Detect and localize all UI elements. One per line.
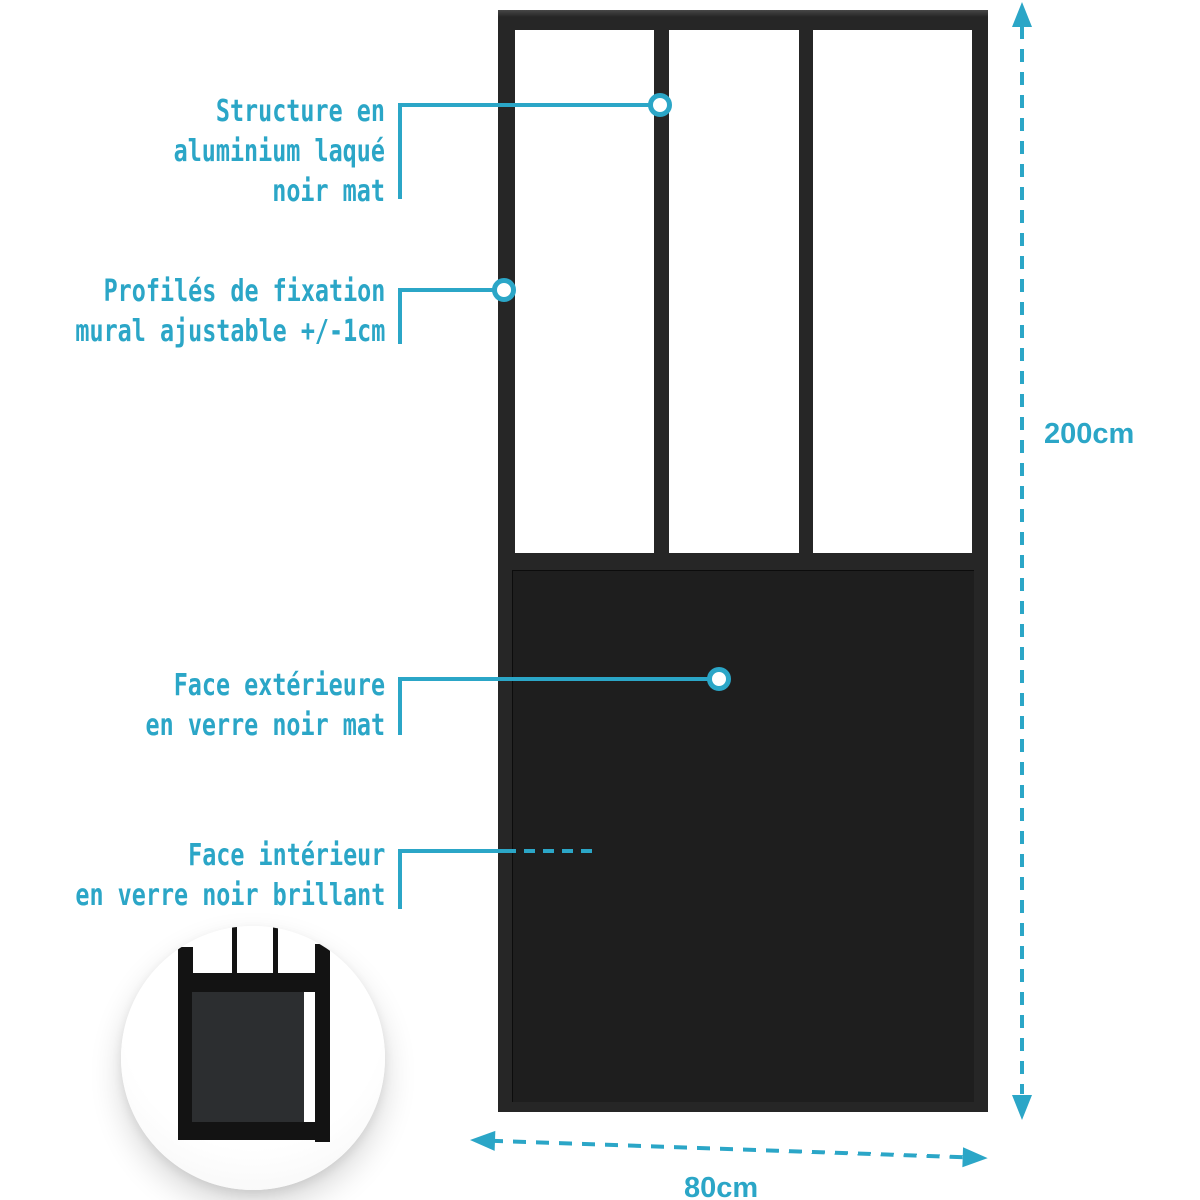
height-dimension-label: 200cm xyxy=(1044,418,1135,450)
inset-frame-bottom-bar xyxy=(178,1122,330,1140)
inset-frame-right-bar xyxy=(315,944,330,1142)
lower-glass-panel xyxy=(512,570,974,1102)
callout-structure-label: Structure en aluminium laqué noir mat xyxy=(174,92,385,212)
callout-structure-bracket xyxy=(398,103,402,199)
width-dimension-label: 80cm xyxy=(684,1172,759,1200)
inset-frame-left-bar xyxy=(178,947,193,1139)
width-dimension-dashed-line xyxy=(489,1138,968,1160)
callout-structure-leader-line xyxy=(398,103,652,107)
inset-mullion-left xyxy=(232,926,237,975)
partition-frame xyxy=(498,10,988,1112)
height-dimension-arrow-up-icon xyxy=(1012,2,1032,27)
callout-face-exterieure-marker-circle-icon xyxy=(707,667,731,691)
callout-face-interieur-leader-line xyxy=(398,849,505,853)
height-dimension-dashed-line xyxy=(1020,26,1024,1094)
callout-face-exterieure-line1: Face extérieure xyxy=(173,668,385,703)
callout-face-interieur-bracket xyxy=(398,849,402,909)
inset-glass-panel xyxy=(192,992,304,1122)
width-dimension xyxy=(469,1128,989,1170)
callout-face-exterieure-line2: en verre noir mat xyxy=(145,708,385,743)
callout-fixation-line1: Profilés de fixation xyxy=(103,274,386,309)
callout-structure-line1: Structure en xyxy=(215,94,385,129)
inset-frame-top-rail xyxy=(178,973,330,992)
callout-structure-line2: aluminium laqué xyxy=(173,134,385,169)
callout-fixation-marker-circle-icon xyxy=(492,278,516,302)
callout-structure-line3: noir mat xyxy=(272,174,385,209)
callout-fixation-bracket xyxy=(398,288,402,344)
callout-face-interieur-dashed-line xyxy=(505,849,598,853)
callout-face-exterieure-leader-line xyxy=(398,677,708,681)
glass-pane-2 xyxy=(669,30,799,553)
callout-fixation-leader-line xyxy=(398,288,494,292)
glass-pane-3 xyxy=(813,30,972,553)
callout-face-interieur-line2: en verre noir brillant xyxy=(75,878,385,913)
callout-fixation-line2: mural ajustable +/-1cm xyxy=(75,314,385,349)
width-dimension-arrow-right-icon xyxy=(962,1147,989,1169)
callout-face-interieur-line1: Face intérieur xyxy=(187,838,385,873)
inset-mullion-right xyxy=(273,926,278,975)
detail-inset-circle xyxy=(121,926,385,1190)
callout-face-exterieure-label: Face extérieure en verre noir mat xyxy=(146,666,385,746)
frame-top-highlight xyxy=(498,10,988,17)
callout-face-interieur-label: Face intérieur en verre noir brillant xyxy=(75,836,385,916)
callout-structure-marker-circle-icon xyxy=(648,93,672,117)
callout-face-exterieure-bracket xyxy=(398,677,402,735)
height-dimension-arrow-down-icon xyxy=(1012,1095,1032,1120)
callout-fixation-label: Profilés de fixation mural ajustable +/-… xyxy=(75,272,385,352)
glass-pane-1 xyxy=(515,30,654,553)
